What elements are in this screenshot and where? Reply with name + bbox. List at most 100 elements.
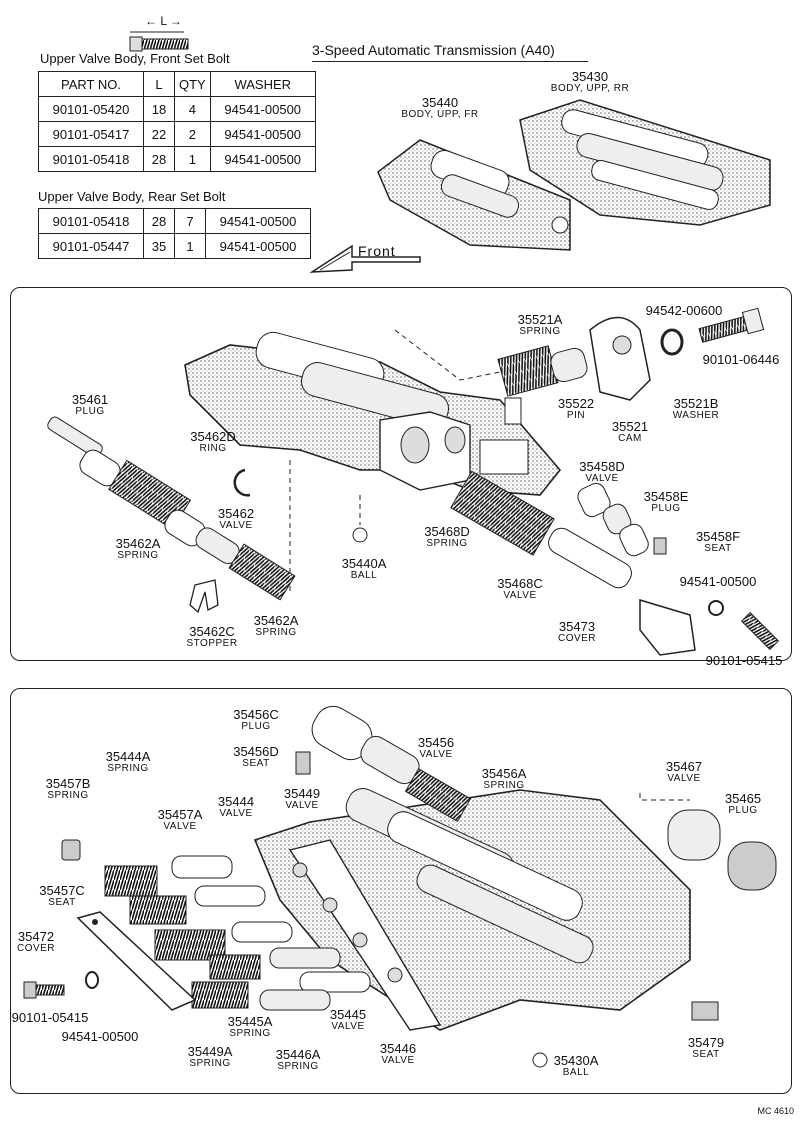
cover-plate: [76, 911, 197, 1011]
part-label: 90101-06446: [702, 352, 780, 367]
table-row: 90101-05447 35 1 94541-00500: [38, 233, 311, 259]
front-arrow-label: Front: [358, 243, 396, 259]
table-header-row: PART NO. L QTY WASHER: [38, 71, 316, 97]
table-cell: 22: [143, 121, 175, 147]
table-cell: 18: [143, 96, 175, 122]
valve-body-rear-panel: [10, 688, 792, 1094]
table-cell: 90101-05418: [38, 146, 144, 172]
table-cell: 94541-00500: [209, 96, 316, 122]
table-cell: 28: [143, 146, 175, 172]
seat-icon: [691, 1001, 719, 1021]
stopper-icon: [189, 579, 219, 614]
bolt-icon: [129, 31, 189, 52]
valve-plug-right: [667, 809, 777, 891]
table-cell: 28: [143, 208, 175, 234]
upper-front-valve-body-overview: [377, 139, 571, 251]
page-title: 3-Speed Automatic Transmission (A40): [312, 42, 555, 58]
part-label: 90101-05415: [11, 1010, 89, 1025]
bolt-washer-left: [23, 971, 99, 999]
ball-icon: [532, 1052, 548, 1068]
springs-and-valves-left: [104, 855, 371, 1011]
table-cell: 94541-00500: [209, 146, 316, 172]
front-set-bolt-table: PART NO. L QTY WASHER 90101-05420 18 4 9…: [38, 71, 316, 172]
table-cell: 94541-00500: [205, 233, 311, 259]
table-cell: 90101-05418: [38, 208, 144, 234]
rear-set-bolt-table: 90101-05418 28 7 94541-00500 90101-05447…: [38, 208, 311, 259]
upper-rear-valve-body: [253, 787, 691, 1031]
title-underline: [312, 61, 588, 62]
table-row: 90101-05417 22 2 94541-00500: [38, 121, 316, 147]
part-label: 94542-00600: [645, 303, 723, 318]
table-cell: 1: [174, 233, 206, 259]
table-cell: 94541-00500: [209, 121, 316, 147]
rear-set-bolt-title: Upper Valve Body, Rear Set Bolt: [38, 189, 226, 204]
table-cell: 35: [143, 233, 175, 259]
plug-valve-assembly-top: [295, 705, 472, 822]
valve-spring-cover-right: [450, 470, 780, 656]
table-row: 90101-05418 28 7 94541-00500: [38, 208, 311, 234]
part-label: 90101-05415: [705, 653, 783, 668]
valve-plug-seat-right: [577, 482, 667, 557]
front-set-bolt-title: Upper Valve Body, Front Set Bolt: [40, 51, 230, 66]
upper-front-valve-body: [184, 331, 562, 496]
part-label: 94541-00500: [679, 574, 757, 589]
table-row: 90101-05418 28 1 94541-00500: [38, 146, 316, 172]
table-cell: 90101-05447: [38, 233, 144, 259]
cam-spring-assembly: [497, 307, 765, 401]
column-header: PART NO.: [38, 71, 144, 97]
ball-icon: [352, 527, 368, 543]
seat-icon: [61, 839, 81, 861]
valve-body-front-panel: [10, 287, 792, 661]
plug-valve-spring-assembly-left: [47, 416, 296, 601]
ring-icon: [233, 468, 251, 497]
upper-rear-valve-body-overview: [519, 99, 771, 226]
column-header: WASHER: [209, 71, 316, 97]
front-arrow-icon: [309, 244, 421, 273]
part-label: 94541-00500: [61, 1029, 139, 1044]
table-cell: 90101-05420: [38, 96, 144, 122]
table-cell: 94541-00500: [205, 208, 311, 234]
figure-number: MC 4610: [757, 1106, 794, 1116]
length-dimension-label: ← L →: [145, 14, 182, 28]
